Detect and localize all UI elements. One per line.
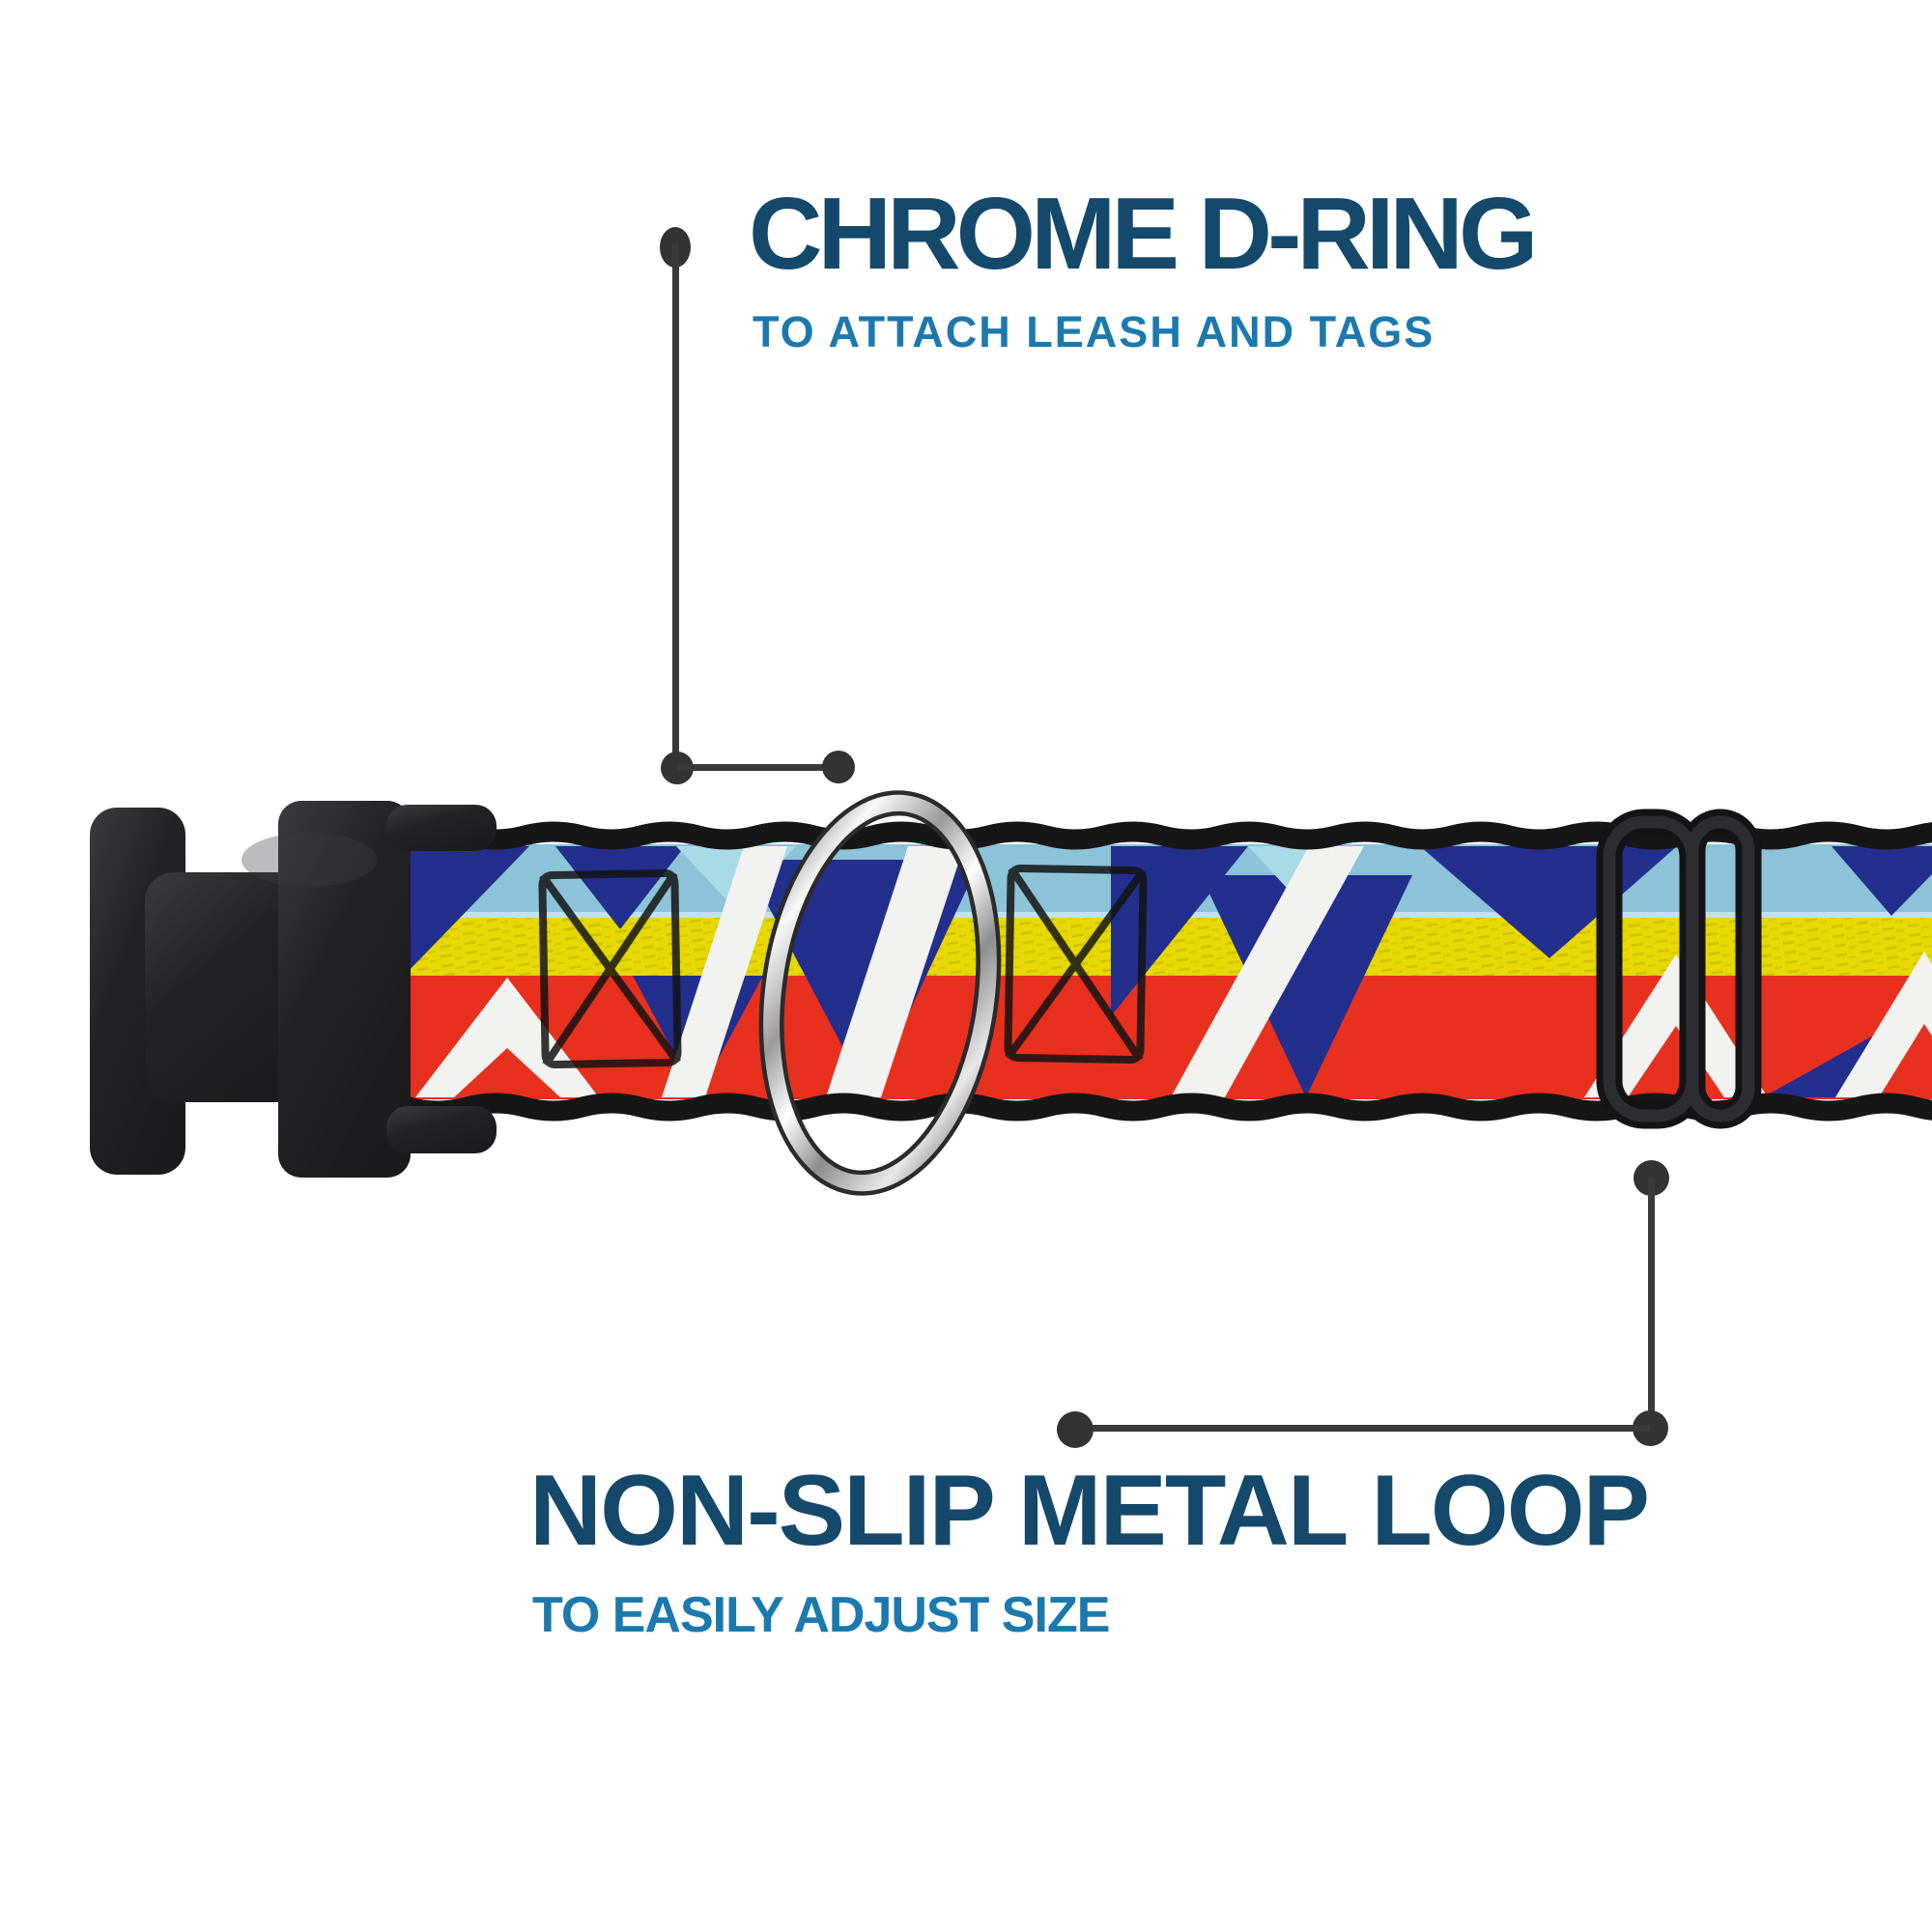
callout-line-upper-horizontal [677, 764, 838, 771]
d-ring-title: CHROME D-RING [749, 177, 1538, 291]
metal-loop-subtitle: TO EASILY ADJUST SIZE [532, 1587, 1110, 1643]
tri-glide-slider [1596, 809, 1762, 1129]
white-chevrons [415, 846, 1932, 1097]
callout-line-lower-vertical [1648, 1178, 1655, 1431]
callout-dot-lower-label [1057, 1411, 1094, 1448]
chrome-d-ring [758, 790, 1002, 1196]
side-release-buckle [90, 801, 497, 1178]
d-ring-subtitle: TO ATTACH LEASH AND TAGS [753, 307, 1435, 356]
buckle-highlight [242, 833, 377, 887]
metal-loop-title: NON-SLIP METAL LOOP [529, 1455, 1650, 1567]
callout-dot-upper-target [822, 751, 855, 783]
callout-line-upper-vertical [672, 243, 679, 770]
x-box-stitching [538, 865, 1148, 1068]
callout-line-lower-horizontal [1075, 1425, 1650, 1432]
